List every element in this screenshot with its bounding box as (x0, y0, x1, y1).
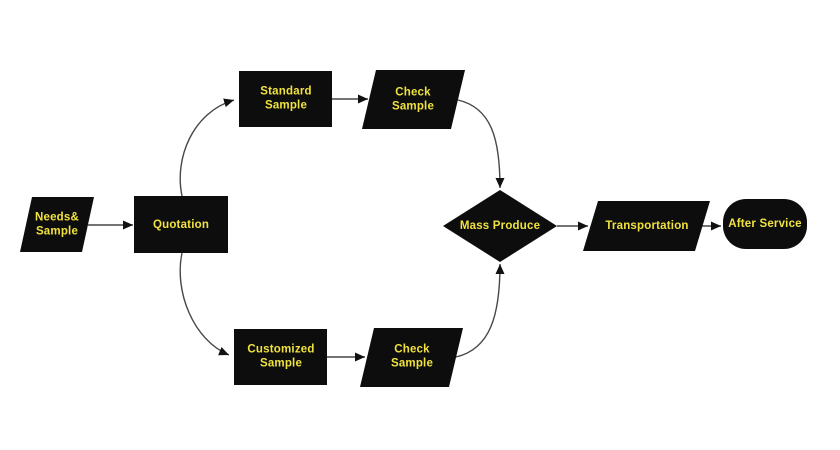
node-after-service (723, 199, 807, 249)
node-label-needs-sample: Needs& Sample (34, 211, 80, 238)
node-quotation (134, 196, 228, 253)
node-label-after-service: After Service (728, 217, 802, 230)
node-label-check-sample-top: Check Sample (391, 86, 435, 113)
node-mass-produce (443, 190, 557, 262)
node-check-sample-bottom (360, 328, 463, 387)
edge-check-sample-bottom-to-mass-produce (455, 263, 505, 358)
node-label-customized-sample: Customized Sample (247, 343, 315, 370)
node-customized-sample (234, 329, 327, 385)
node-label-standard-sample: Standard Sample (260, 85, 312, 112)
node-standard-sample (239, 71, 332, 127)
node-label-transportation: Transportation (605, 219, 689, 232)
node-label-quotation: Quotation (152, 218, 210, 231)
edge-quotation-to-customized-sample (179, 252, 230, 356)
node-label-check-sample-bottom: Check Sample (390, 343, 434, 370)
node-transportation (583, 201, 710, 251)
node-label-mass-produce: Mass Produce (459, 219, 541, 232)
edge-quotation-to-standard-sample (179, 98, 235, 197)
edge-check-sample-top-to-mass-produce (457, 99, 505, 189)
node-needs-sample (20, 197, 94, 252)
node-check-sample-top (362, 70, 465, 129)
